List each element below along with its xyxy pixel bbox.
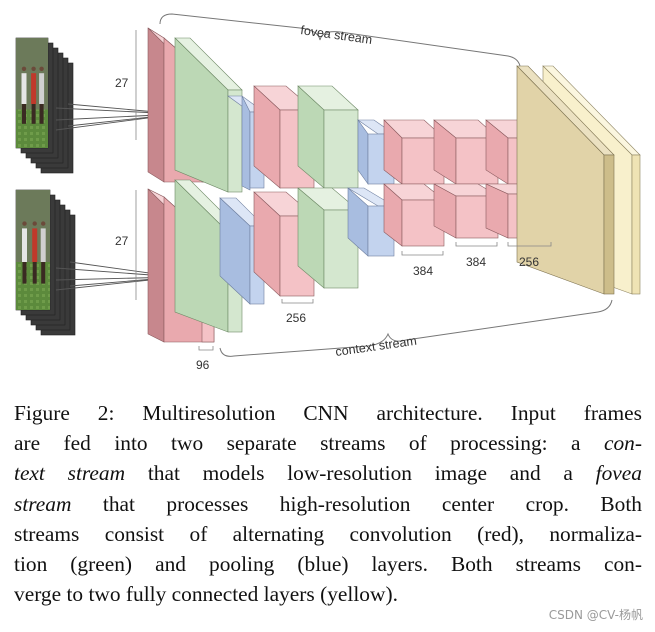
conv5-channels-label: 256	[519, 255, 539, 269]
context-input-size-label: 27	[115, 234, 129, 248]
cnn-architecture-diagram: fovea stream context stream 27 27 96 256…	[15, 13, 641, 372]
conv2-channels-bracket	[281, 299, 314, 304]
caption-italic-text: stream	[14, 491, 72, 516]
caption-line: Figure 2: Multiresolution CNN architectu…	[14, 398, 642, 428]
context-stream-label: context stream	[334, 334, 417, 359]
conv4-channels-label: 384	[466, 255, 486, 269]
video-frame	[15, 189, 51, 311]
watermark: CSDN @CV-杨帆	[548, 608, 643, 622]
fovea-stream-brace	[159, 13, 521, 67]
context-input-frames	[15, 189, 76, 336]
caption-text: verge to two fully connected layers (yel…	[14, 582, 398, 607]
caption-text: that models low-resolution image and a	[125, 461, 596, 486]
conv4-channels-bracket	[455, 242, 498, 247]
conv1-channels-label: 96	[196, 358, 210, 372]
caption-line: verge to two fully connected layers (yel…	[14, 579, 642, 609]
context-stream-layers	[147, 179, 553, 343]
caption-italic-text: fovea	[595, 461, 642, 486]
caption-text: that processes high-resolution center cr…	[71, 491, 642, 516]
fovea-norm2-layer	[297, 85, 359, 189]
caption-italic-text: con-	[603, 431, 642, 456]
caption-line: streams consist of alternating convoluti…	[14, 519, 642, 549]
caption-italic-text: text stream	[14, 461, 126, 486]
fully-connected-layers	[516, 65, 641, 295]
fovea-input-size-label: 27	[115, 76, 129, 90]
context-norm2-layer	[297, 187, 359, 289]
conv5-channels-bracket	[507, 242, 552, 247]
caption-line: are fed into two separate streams of pro…	[14, 428, 642, 458]
fovea-norm1-layer	[174, 37, 243, 193]
context-conv3-layer	[383, 183, 445, 247]
video-frame	[15, 37, 49, 149]
fc1-layer	[516, 65, 615, 295]
fovea-input-frames	[15, 37, 74, 174]
caption-text: tion (green) and pooling (blue) layers. …	[14, 552, 642, 577]
fovea-stream-label: fovea stream	[300, 23, 374, 47]
conv3-channels-label: 384	[413, 264, 433, 278]
figure-caption: Figure 2: Multiresolution CNN architectu…	[14, 398, 642, 609]
conv3-channels-bracket	[401, 251, 444, 256]
caption-text: are fed into two separate streams of pro…	[14, 431, 604, 456]
context-stream-brace	[219, 299, 613, 357]
fovea-stream-layers	[147, 27, 553, 193]
caption-line: stream that processes high-resolution ce…	[14, 489, 642, 519]
caption-line: text stream that models low-resolution i…	[14, 458, 642, 488]
caption-line: tion (green) and pooling (blue) layers. …	[14, 549, 642, 579]
conv1-channels-bracket	[198, 346, 214, 351]
caption-text: Figure 2: Multiresolution CNN architectu…	[14, 401, 642, 425]
caption-text: streams consist of alternating convoluti…	[14, 521, 642, 546]
conv2-channels-label: 256	[286, 311, 306, 325]
